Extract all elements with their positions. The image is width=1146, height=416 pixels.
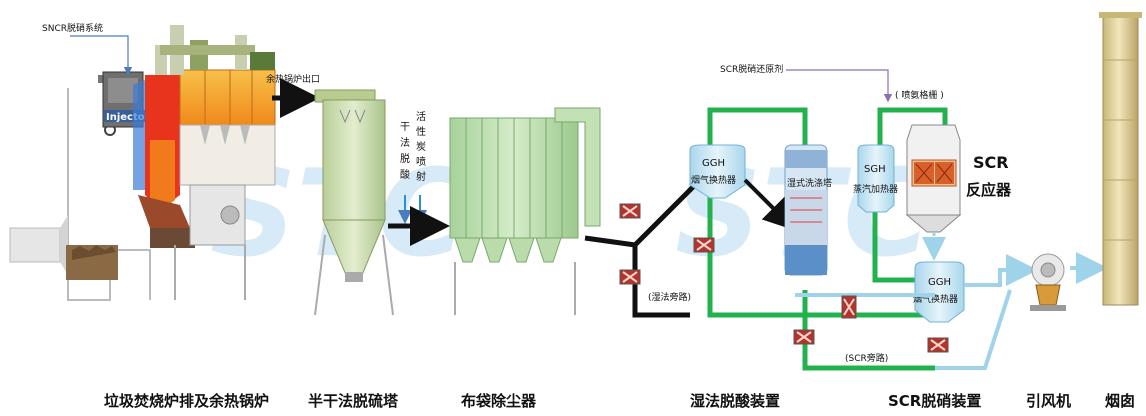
valve-icon (927, 337, 949, 353)
label-semi-dry-tower: 半干法脱硫塔 (308, 392, 399, 410)
ggh-top-name: GGH (702, 158, 725, 169)
bottom-labels: 垃圾焚烧炉排及余热锅炉 半干法脱硫塔 布袋除尘器 湿法脱酸装置 SCR脱硝装置 … (104, 392, 1135, 410)
scr-bypass-label: (SCR旁路) (845, 352, 888, 364)
waste-heat-outlet-label: 余热锅炉出口 (266, 73, 320, 85)
id-fan (1030, 253, 1066, 311)
ammonia-grid-label: ( 喷氨格栅 ) (895, 89, 944, 101)
wet-bypass-label: (湿法旁路) (648, 291, 691, 303)
incinerator-group: Injectors (9, 25, 276, 301)
scr-reactor: SCR 反应器 (905, 124, 1012, 233)
flue-boiler-to-tower: 余热锅炉出口 (266, 73, 320, 118)
injectors-label: Injectors (106, 112, 156, 123)
ggh-top-desc: 烟气换热器 (691, 174, 736, 186)
valve-icon (693, 237, 715, 253)
label-incinerator: 垃圾焚烧炉排及余热锅炉 (104, 392, 269, 410)
wet-scrubber: 湿式洗涤塔 (784, 144, 832, 276)
valves (619, 203, 949, 353)
label-baghouse: 布袋除尘器 (461, 392, 537, 410)
scr-bypass-line: (SCR旁路) (795, 252, 1108, 371)
label-scr-unit: SCR脱硝装置 (888, 392, 981, 410)
valve-icon (793, 329, 815, 345)
valve-icon (841, 295, 857, 319)
label-chimney: 烟囱 (1105, 392, 1135, 410)
baghouse (449, 107, 601, 315)
sncr-callout: SNCR脱硝系统 (42, 22, 133, 76)
grate (138, 195, 190, 228)
ggh-right-name: GGH (928, 277, 951, 288)
dry-deacid-label: 干法脱酸 (400, 122, 410, 181)
sgh-name: SGH (864, 164, 886, 175)
sncr-system-label: SNCR脱硝系统 (42, 22, 103, 34)
label-id-fan: 引风机 (1026, 392, 1071, 410)
ggh-right: GGH 烟气换热器 (913, 261, 965, 323)
scr-reactor-name: SCR (973, 153, 1009, 172)
wet-scrubber-label: 湿式洗涤塔 (787, 177, 832, 189)
scr-reductant-label: SCR脱硝还原剂 (720, 63, 783, 75)
valve-icon (619, 203, 641, 219)
scr-reductant-callout: SCR脱硝还原剂 ( 喷氨格栅 ) (720, 63, 944, 103)
semi-dry-tower (314, 89, 394, 316)
scr-reactor-desc: 反应器 (966, 181, 1012, 199)
waste-heat-boiler (179, 69, 276, 126)
label-wet-deacid: 湿法脱酸装置 (690, 392, 780, 410)
sgh-desc: 蒸汽加热器 (853, 183, 898, 195)
scr-green-loop (872, 107, 948, 283)
chimney (1099, 12, 1142, 306)
ggh-top: GGH 烟气换热器 (689, 144, 746, 199)
sgh-unit: SGH 蒸汽加热器 (853, 144, 898, 213)
flue-ggh-to-scrubber (743, 178, 796, 231)
activated-carbon-label: 活性炭喷射 (416, 111, 426, 183)
valve-icon (619, 269, 641, 285)
wet-green-loop (707, 107, 930, 318)
chemical-injection-labels: 干法脱酸 活性炭喷射 (398, 111, 427, 224)
